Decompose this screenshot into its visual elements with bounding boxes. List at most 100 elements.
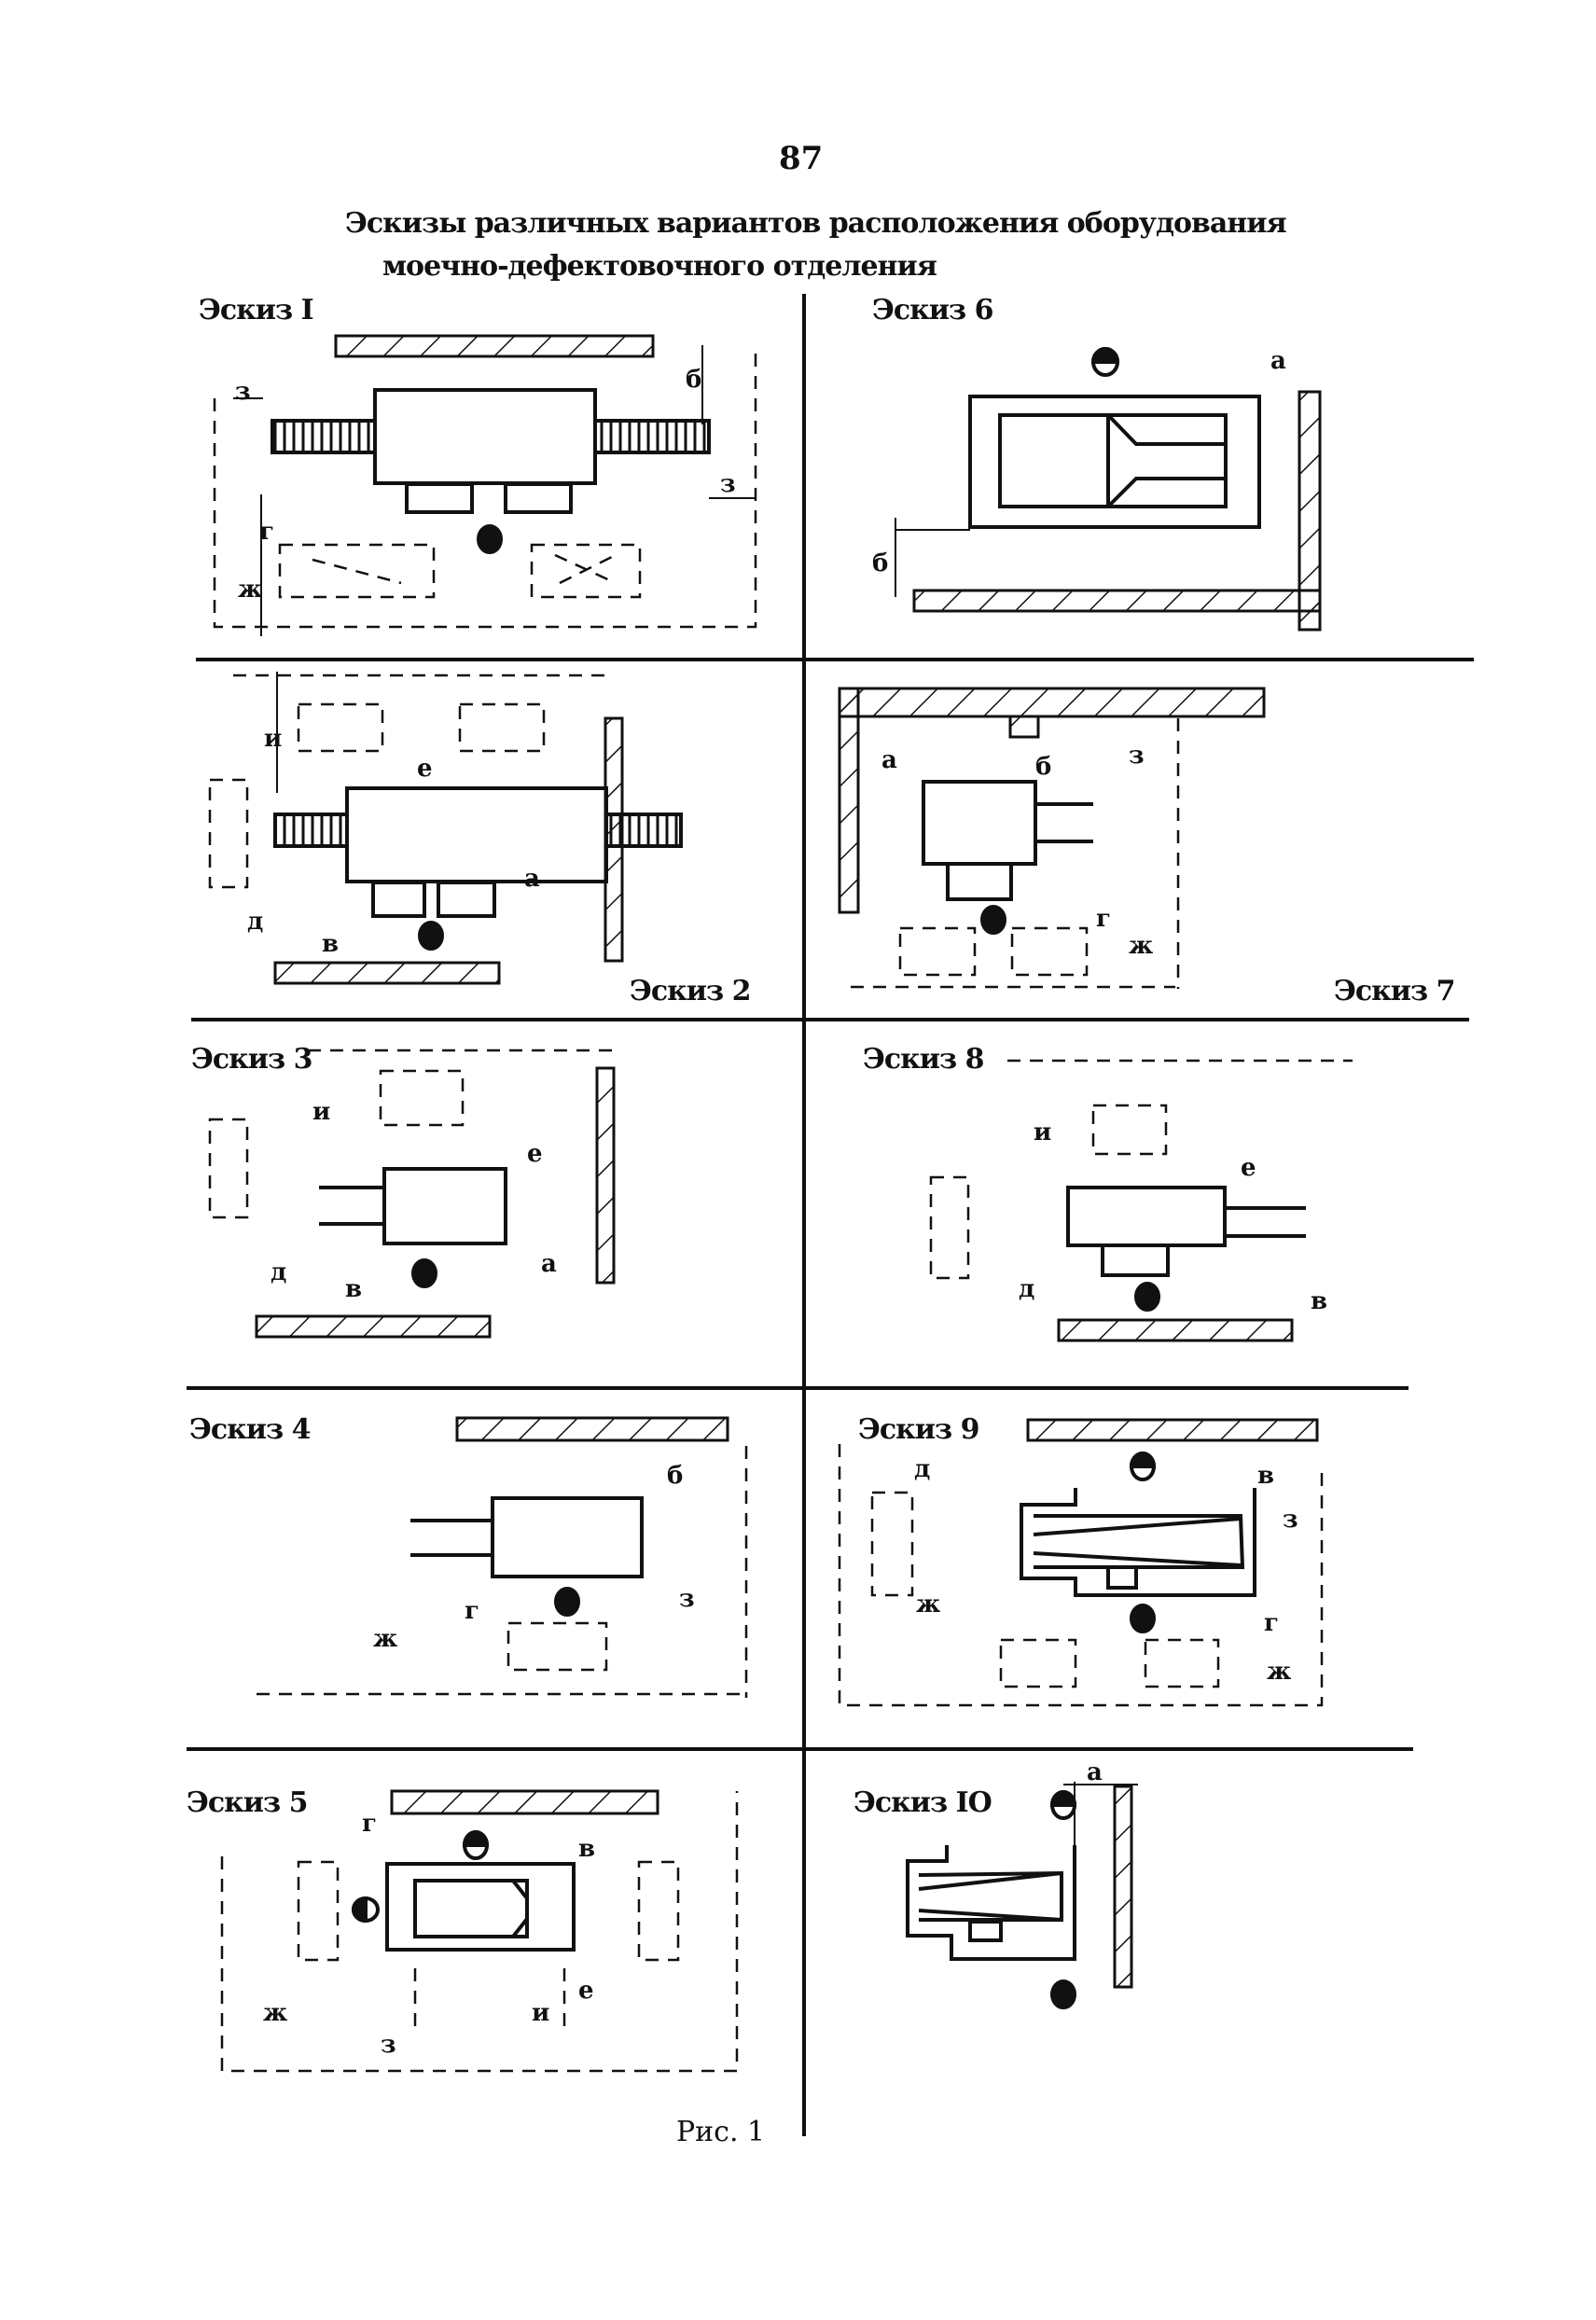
- dim-label: в: [1257, 1462, 1274, 1490]
- sketch-label-8: Эскиз 8: [863, 1043, 985, 1076]
- unit: [1101, 1243, 1170, 1277]
- sketch-2-dims: и е д в а: [247, 725, 540, 958]
- wall-bottom: [1057, 1318, 1294, 1342]
- sketch-label-9: Эскиз 9: [858, 1413, 980, 1446]
- washing-machine: [345, 786, 608, 883]
- equipment-zone: [1091, 1104, 1168, 1156]
- wall-bottom: [273, 961, 501, 985]
- sketch-5-dims: г в ж з е и: [263, 1810, 595, 2059]
- sketch-1-dims: з б з г ж: [235, 366, 736, 604]
- dim-label: д: [247, 908, 263, 936]
- dim-label: и: [264, 725, 282, 753]
- dim-label: а: [1087, 1758, 1103, 1786]
- dim-label: з: [235, 378, 251, 406]
- sketch-3-dims: и е д в а: [271, 1098, 557, 1303]
- pit: [968, 395, 1261, 529]
- dim-label: и: [532, 1999, 549, 2027]
- dim-label: г: [1264, 1609, 1279, 1637]
- equipment-zone: [1144, 1638, 1220, 1688]
- unit: [946, 862, 1013, 901]
- dim-label: в: [345, 1275, 362, 1303]
- dim-label: г: [362, 1810, 377, 1838]
- pit: [385, 1862, 576, 1952]
- dim-label: ж: [373, 1625, 397, 1653]
- unit: [371, 881, 426, 918]
- sketch-6: [895, 347, 1322, 632]
- wall: [334, 334, 655, 358]
- wall-right: [1298, 390, 1322, 632]
- wall-top: [455, 1416, 729, 1442]
- figure-caption: Рис. 1: [676, 2116, 766, 2148]
- wall-right: [604, 716, 624, 963]
- dim-label: в: [578, 1835, 595, 1863]
- dim-label: а: [1270, 347, 1286, 375]
- dim-label: б: [667, 1462, 683, 1490]
- wall-right: [1113, 1785, 1133, 1989]
- dim-label: з: [381, 2031, 396, 2059]
- dim-label: г: [1096, 905, 1111, 933]
- equipment-zone: [999, 1638, 1077, 1688]
- sketch-4-dims: б г ж з: [373, 1462, 695, 1653]
- sketch-label-6: Эскиз 6: [872, 294, 994, 326]
- conveyor-left: [273, 813, 349, 848]
- dim-label: е: [417, 755, 433, 783]
- equipment-zone: [530, 543, 642, 599]
- sketch-4: [257, 1416, 748, 1698]
- sketch-2: [208, 672, 683, 985]
- conveyor-right: [593, 419, 711, 454]
- pit: [1020, 1488, 1256, 1597]
- washing-machine: [1066, 1186, 1227, 1247]
- workplace-circle-icon: [1050, 1980, 1076, 2009]
- workplace-circle-icon: [1130, 1604, 1156, 1633]
- sketch-9: [838, 1418, 1324, 1707]
- sketch-10: [906, 1782, 1138, 2009]
- workplace-circle-icon: [477, 524, 503, 554]
- unit: [504, 482, 573, 514]
- car-outline: [413, 1879, 529, 1938]
- dim-label: з: [679, 1585, 695, 1613]
- sketch-6-dims: а б: [872, 347, 1286, 577]
- dim-label: ж: [1267, 1658, 1291, 1686]
- dim-label: а: [524, 865, 540, 893]
- wall-right: [595, 1066, 616, 1285]
- sketch-7-dims: а б з г ж: [881, 742, 1153, 960]
- dim-label: б: [1035, 753, 1051, 781]
- equipment-zone: [898, 926, 977, 977]
- pit: [906, 1845, 1076, 1961]
- sketch-8: [929, 1059, 1353, 1342]
- wall-bottom: [912, 589, 1322, 613]
- equipment-zone: [208, 1118, 249, 1219]
- sketch-label-1: Эскиз I: [199, 294, 314, 326]
- washing-machine: [382, 1167, 507, 1245]
- dim-label: е: [578, 1977, 594, 2005]
- dim-label: е: [1241, 1154, 1256, 1182]
- dim-label: б: [872, 549, 888, 577]
- dim-label: в: [322, 930, 339, 958]
- dim-label: и: [1034, 1118, 1051, 1146]
- sketch-label-5: Эскиз 5: [187, 1786, 309, 1819]
- conveyor-left: [271, 419, 377, 454]
- dim-label: з: [1283, 1506, 1298, 1534]
- equipment-zone: [458, 702, 546, 753]
- dim-label: в: [1311, 1287, 1327, 1315]
- sketch-3: [208, 1049, 616, 1339]
- dim-label: ж: [916, 1591, 940, 1618]
- dim-label: а: [881, 746, 897, 774]
- dim-label: е: [527, 1140, 543, 1168]
- dim-label: г: [465, 1597, 479, 1625]
- dim-label: г: [259, 518, 274, 546]
- workplace-circle-icon: [411, 1258, 437, 1288]
- wall-top: [838, 687, 1266, 718]
- equipment-zone: [297, 702, 384, 753]
- dim-label: ж: [263, 1999, 287, 2027]
- workplace-circle-icon: [554, 1587, 580, 1617]
- equipment-zone: [507, 1621, 608, 1672]
- dim-label: з: [1129, 742, 1145, 770]
- sketch-label-4: Эскиз 4: [189, 1413, 312, 1446]
- sketch-7: [838, 687, 1266, 989]
- wall-bottom: [255, 1314, 492, 1339]
- unit: [405, 482, 474, 514]
- workplace-circle-icon: [980, 905, 1006, 935]
- dim-label: ж: [238, 576, 262, 604]
